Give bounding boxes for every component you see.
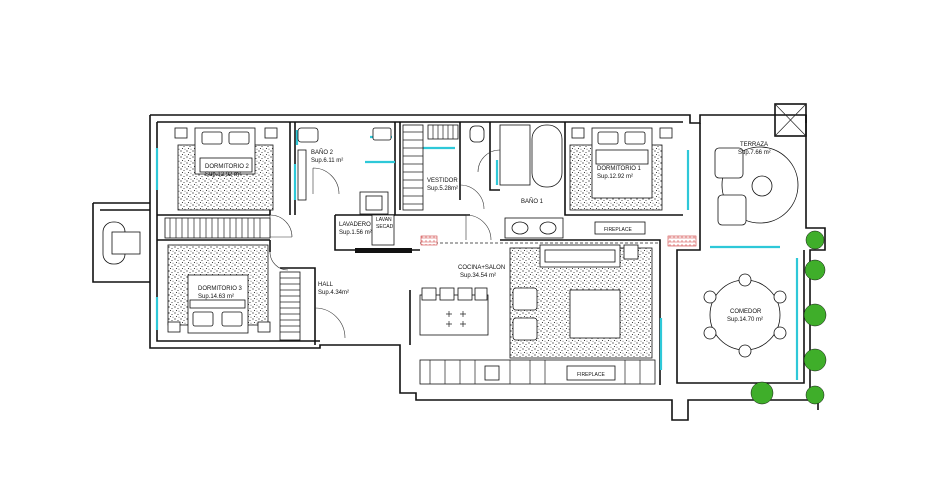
dormitorio-3: [167, 244, 271, 334]
closets: [164, 124, 459, 341]
hall-toilet: [102, 221, 141, 265]
cocina-salon-name: COCINA+SALON: [458, 265, 505, 271]
brick-markers: [420, 235, 697, 247]
lavadero-name: LAVADERO: [339, 222, 371, 228]
hall-name: HALL: [318, 282, 334, 288]
comedor-area: Sup.14.70 m²: [727, 317, 763, 323]
comedor: [703, 273, 787, 358]
hall-area: Sup.4.34m²: [318, 290, 349, 296]
cocina-salon-area: Sup.34.54 m²: [460, 273, 496, 279]
dormitorio-2-area: Sup.12.92 m²: [205, 172, 241, 178]
lavadero-area: Sup.1.56 m²: [339, 230, 372, 236]
room-labels: DORMITORIO 2 Sup.12.92 m² BAÑO 2 Sup.6.1…: [198, 142, 771, 378]
plants: [750, 230, 827, 405]
fireplace-top-label: FIREPLACE: [604, 227, 632, 233]
bano-1-name: BAÑO 1: [521, 198, 544, 205]
terraza-name: TERRAZA: [740, 142, 768, 148]
dormitorio-1-area: Sup.12.92 m²: [597, 174, 633, 180]
dormitorio-3-name: DORMITORIO 3: [198, 286, 243, 292]
lavan-label: LAVAN: [376, 217, 392, 223]
terraza-area: Sup.7.66 m²: [738, 150, 771, 156]
dormitorio-3-area: Sup.14.63 m²: [198, 294, 234, 300]
bano-2: [297, 127, 392, 215]
comedor-name: COMEDOR: [730, 309, 762, 315]
vestidor-area: Sup.5.28m²: [427, 186, 458, 192]
secad-label: SECAD: [376, 224, 394, 230]
lavadero: [371, 214, 395, 246]
fireplace-bottom-label: FIREPLACE: [577, 372, 605, 378]
dormitorio-2-name: DORMITORIO 2: [205, 164, 250, 170]
terraza: [714, 146, 799, 226]
dormitorio-1: [569, 127, 673, 235]
doors: [269, 149, 501, 339]
bano-2-name: BAÑO 2: [311, 149, 334, 156]
vestidor-name: VESTIDOR: [427, 178, 458, 184]
dormitorio-1-name: DORMITORIO 1: [597, 166, 642, 172]
bano-2-area: Sup.6.11 m²: [311, 158, 343, 164]
bano-1: [469, 124, 564, 239]
dormitorio-2: [174, 127, 278, 211]
outer-walls: [92, 103, 826, 421]
interior-walls: [157, 122, 683, 385]
cocina-salon: [419, 244, 656, 385]
